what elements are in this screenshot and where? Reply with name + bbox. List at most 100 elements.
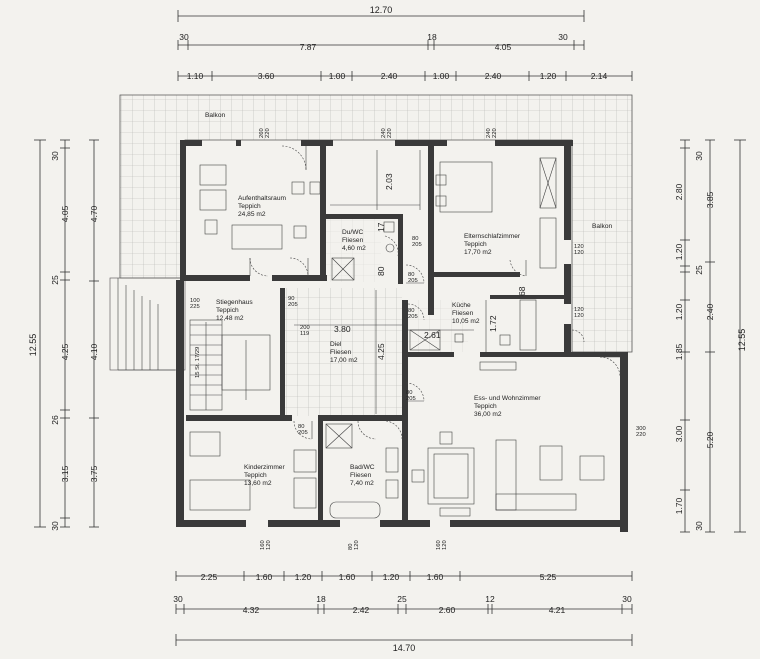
dim-bot2-8: 30 bbox=[622, 594, 632, 604]
ess-area: 36,00 m2 bbox=[474, 411, 502, 418]
dim-top3-0: 1.10 bbox=[187, 71, 204, 81]
open-8-top: 200 bbox=[300, 325, 310, 331]
dim-left-b-0: 4.70 bbox=[89, 205, 99, 222]
dim-top2-2: 18 bbox=[427, 32, 437, 42]
dim-left-b-2: 3.75 bbox=[89, 465, 99, 482]
dim-top2-4: 30 bbox=[558, 32, 568, 42]
open-5-top: 120 bbox=[574, 307, 584, 313]
aufenthalt-floor: Teppich bbox=[238, 203, 261, 210]
dim-top3-6: 1.20 bbox=[540, 71, 557, 81]
open-2-top: 240 bbox=[486, 128, 492, 138]
dim-left-total: 12.55 bbox=[28, 334, 38, 357]
open-3-bot: 205 bbox=[412, 242, 422, 248]
open-3-top: 80 bbox=[412, 236, 418, 242]
dim-left-a-2: 25 bbox=[50, 275, 60, 285]
kueche-name: Küche bbox=[452, 302, 471, 309]
dim-top-total: 12.70 bbox=[370, 5, 393, 15]
dim-172: 1.72 bbox=[488, 315, 498, 332]
open-11-top: 80 bbox=[406, 390, 412, 396]
dim-bot2-3: 2.42 bbox=[353, 605, 370, 615]
dim-68: 68 bbox=[517, 286, 527, 296]
badwc-name: Bad/WC bbox=[350, 464, 375, 471]
dim-right-a-3: 25 bbox=[694, 265, 704, 275]
dim-top2-0: 30 bbox=[179, 32, 189, 42]
open-8-bot: 119 bbox=[300, 331, 309, 337]
dim-17: 17 bbox=[376, 222, 386, 232]
dim-bot2-7: 4.21 bbox=[549, 605, 566, 615]
dim-bottom-total: 14.70 bbox=[393, 643, 416, 653]
dim-right-total: 12.55 bbox=[737, 329, 747, 352]
dim-top3-1: 3.60 bbox=[258, 71, 275, 81]
dim-top2-1: 7.87 bbox=[300, 42, 317, 52]
duwc-name: Du/WC bbox=[342, 229, 363, 236]
dim-top3-4: 1.00 bbox=[433, 71, 450, 81]
bottom-dimensions: 2.25 1.60 1.20 1.60 1.20 1.60 5.25 30 4.… bbox=[173, 571, 633, 653]
diel-floor: Fliesen bbox=[330, 349, 352, 356]
open-6-top: 90 bbox=[288, 296, 294, 302]
badwc-floor: Fliesen bbox=[350, 472, 372, 479]
dim-top3-7: 2.14 bbox=[591, 71, 608, 81]
dim-right-a-2: 1.20 bbox=[674, 243, 684, 260]
dim-right-a-4: 1.20 bbox=[674, 303, 684, 320]
open-7-top: 100 bbox=[190, 298, 200, 304]
dim-top3-3: 2.40 bbox=[381, 71, 398, 81]
dim-bot2-4: 25 bbox=[397, 594, 407, 604]
dim-right-a-5: 1.85 bbox=[674, 343, 684, 360]
open-14-bot: 120 bbox=[266, 540, 272, 550]
right-dimensions: 30 2.80 1.20 25 1.20 1.85 3.00 1.70 30 3… bbox=[674, 139, 747, 533]
diel-name: Diel bbox=[330, 341, 342, 348]
dim-425: 4.25 bbox=[376, 343, 386, 360]
dim-bot1-3: 1.60 bbox=[339, 572, 356, 582]
dim-bot2-2: 18 bbox=[316, 594, 326, 604]
aufenthalt-name: Aufenthaltsraum bbox=[238, 195, 287, 202]
open-16-top: 160 bbox=[436, 540, 442, 550]
ess-floor: Teppich bbox=[474, 403, 497, 410]
kueche-area: 10,05 m2 bbox=[452, 318, 480, 325]
dim-bot2-1: 4.32 bbox=[243, 605, 260, 615]
open-0-bot: 220 bbox=[265, 128, 271, 138]
dim-left-a-0: 30 bbox=[50, 151, 60, 161]
furniture bbox=[189, 150, 605, 519]
stiegenhaus-name: Stiegenhaus bbox=[216, 299, 253, 306]
open-6-bot: 205 bbox=[288, 302, 298, 308]
eltern-floor: Teppich bbox=[464, 241, 487, 248]
dim-bot1-1: 1.60 bbox=[256, 572, 273, 582]
aufenthalt-area: 24,85 m2 bbox=[238, 211, 266, 218]
dim-top2-3: 4.05 bbox=[495, 42, 512, 52]
inner-dimensions: 2.03 3.80 4.25 2.61 1.72 68 80 17 15 St.… bbox=[195, 150, 527, 414]
duwc-area: 4,60 m2 bbox=[342, 245, 366, 252]
open-15-bot: 120 bbox=[354, 540, 360, 550]
open-1-top: 240 bbox=[381, 128, 387, 138]
diel-area: 17,00 m2 bbox=[330, 357, 358, 364]
dim-top3-5: 2.40 bbox=[485, 71, 502, 81]
dim-left-a-3: 4.25 bbox=[60, 343, 70, 360]
duwc-tiles bbox=[326, 218, 381, 282]
open-4-top: 120 bbox=[574, 244, 584, 250]
dim-261: 2.61 bbox=[424, 330, 441, 340]
kinder-area: 13,60 m2 bbox=[244, 480, 272, 487]
kinder-name: Kinderzimmer bbox=[244, 464, 285, 471]
dim-left-b-1: 4.10 bbox=[89, 343, 99, 360]
left-dimensions: 12.55 30 4.05 25 4.25 26 3.15 30 4.70 4.… bbox=[28, 139, 99, 531]
dim-left-a-6: 30 bbox=[50, 521, 60, 531]
ess-name: Ess- und Wohnzimmer bbox=[474, 395, 541, 402]
dim-left-a-4: 26 bbox=[50, 415, 60, 425]
top-dimensions: 12.70 30 7.87 18 4.05 30 1.10 3.60 1.00 … bbox=[177, 5, 633, 81]
dim-right-a-6: 3.00 bbox=[674, 425, 684, 442]
dim-203: 2.03 bbox=[384, 173, 394, 190]
kueche-tiles bbox=[408, 300, 468, 352]
open-11-bot: 205 bbox=[406, 396, 416, 402]
dim-bot2-0: 30 bbox=[173, 594, 183, 604]
kinder-floor: Teppich bbox=[244, 472, 267, 479]
open-4-bot: 120 bbox=[574, 250, 584, 256]
dim-bot1-5: 1.60 bbox=[427, 572, 444, 582]
eltern-name: Elternschlafzimmer bbox=[464, 233, 521, 240]
dim-bot1-4: 1.20 bbox=[383, 572, 400, 582]
dim-right-b-0: 3.85 bbox=[705, 191, 715, 208]
dim-bot1-6: 5.25 bbox=[540, 572, 557, 582]
open-1-bot: 220 bbox=[387, 128, 393, 138]
dim-right-a-0: 30 bbox=[694, 151, 704, 161]
open-12-bot: 205 bbox=[298, 430, 308, 436]
